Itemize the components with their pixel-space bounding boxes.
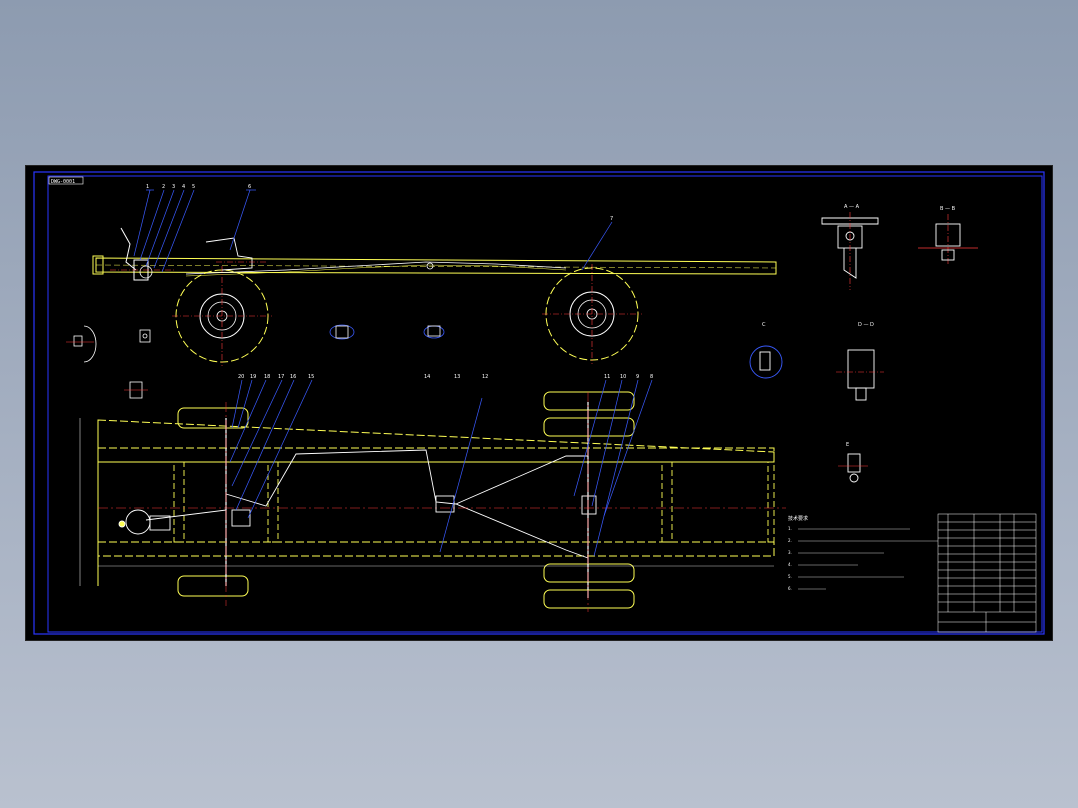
plan-part-18: 18 <box>264 374 270 380</box>
plan-part-14: 14 <box>424 374 430 380</box>
note-line-6: 6. <box>788 586 792 591</box>
sheet-stamp: DWG-0001 <box>51 179 75 185</box>
detail-symbols <box>66 324 445 399</box>
plan-part-16: 16 <box>290 374 296 380</box>
section-a <box>821 212 879 290</box>
tires-plan <box>177 391 635 609</box>
title-block <box>937 513 1037 633</box>
note-line-4: 4. <box>788 562 792 567</box>
technical-notes: 技术要求 1. 2. 3. 4. 5. 6. <box>788 515 938 591</box>
brake-line-side <box>185 261 567 275</box>
front-wheel-side <box>172 266 272 366</box>
plan-part-20: 20 <box>238 374 244 380</box>
outer-border <box>33 171 1045 635</box>
valve-detail-1 <box>329 324 355 340</box>
part-no-1: 1 <box>146 184 149 190</box>
part-no-4: 4 <box>182 184 185 190</box>
rail-top <box>97 447 775 463</box>
leaders-top <box>133 189 613 273</box>
section-b <box>918 214 978 266</box>
part-no-3: 3 <box>172 184 175 190</box>
part-no-5: 5 <box>192 184 195 190</box>
frame-upper <box>97 419 775 463</box>
plan-view: 20 19 18 17 16 15 14 13 12 11 10 9 8 <box>79 374 786 612</box>
valve-detail-2 <box>423 325 445 339</box>
section-label-e: E <box>846 442 849 448</box>
section-label-a: A — A <box>844 204 860 210</box>
booster-plan <box>118 495 597 535</box>
chassis-drawing: DWG-0001 <box>33 171 1045 635</box>
section-e <box>838 453 868 483</box>
plan-part-13: 13 <box>454 374 460 380</box>
note-line-3: 3. <box>788 550 792 555</box>
plan-part-11: 11 <box>604 374 610 380</box>
note-line-1: 1. <box>788 526 792 531</box>
brake-line-side-2 <box>185 264 567 277</box>
drawing-sheet: DWG-0001 <box>25 165 1053 641</box>
section-label-b: B — B <box>940 206 956 212</box>
section-label-d: D — D <box>858 322 874 328</box>
part-no-2: 2 <box>162 184 165 190</box>
detail-label-c: C <box>762 322 766 328</box>
brake-line-plan <box>225 449 589 559</box>
sheet-stamp-box <box>48 176 84 185</box>
leaders-plan <box>229 379 653 557</box>
frame-rail <box>95 257 777 275</box>
part-no-7: 7 <box>610 216 613 222</box>
inner-border <box>47 175 1043 633</box>
part-no-6: 6 <box>248 184 251 190</box>
handbrake-lever <box>205 237 266 271</box>
note-line-5: 5. <box>788 574 792 579</box>
plan-part-9: 9 <box>636 374 639 380</box>
plan-part-17: 17 <box>278 374 284 380</box>
section-d <box>836 349 884 401</box>
valve-side <box>426 262 434 270</box>
side-elevation: 1 2 3 4 5 6 7 <box>92 184 777 366</box>
detail-d-arc <box>83 325 97 363</box>
rail-bottom <box>97 541 775 557</box>
plan-part-15: 15 <box>308 374 314 380</box>
plan-part-12: 12 <box>482 374 488 380</box>
note-line-2: 2. <box>788 538 792 543</box>
detail-c <box>749 345 783 379</box>
plan-part-8: 8 <box>650 374 653 380</box>
notes-heading: 技术要求 <box>788 515 808 522</box>
rear-wheel-side <box>542 264 642 364</box>
front-bumper <box>92 255 104 275</box>
plan-part-19: 19 <box>250 374 256 380</box>
plan-part-10: 10 <box>620 374 626 380</box>
